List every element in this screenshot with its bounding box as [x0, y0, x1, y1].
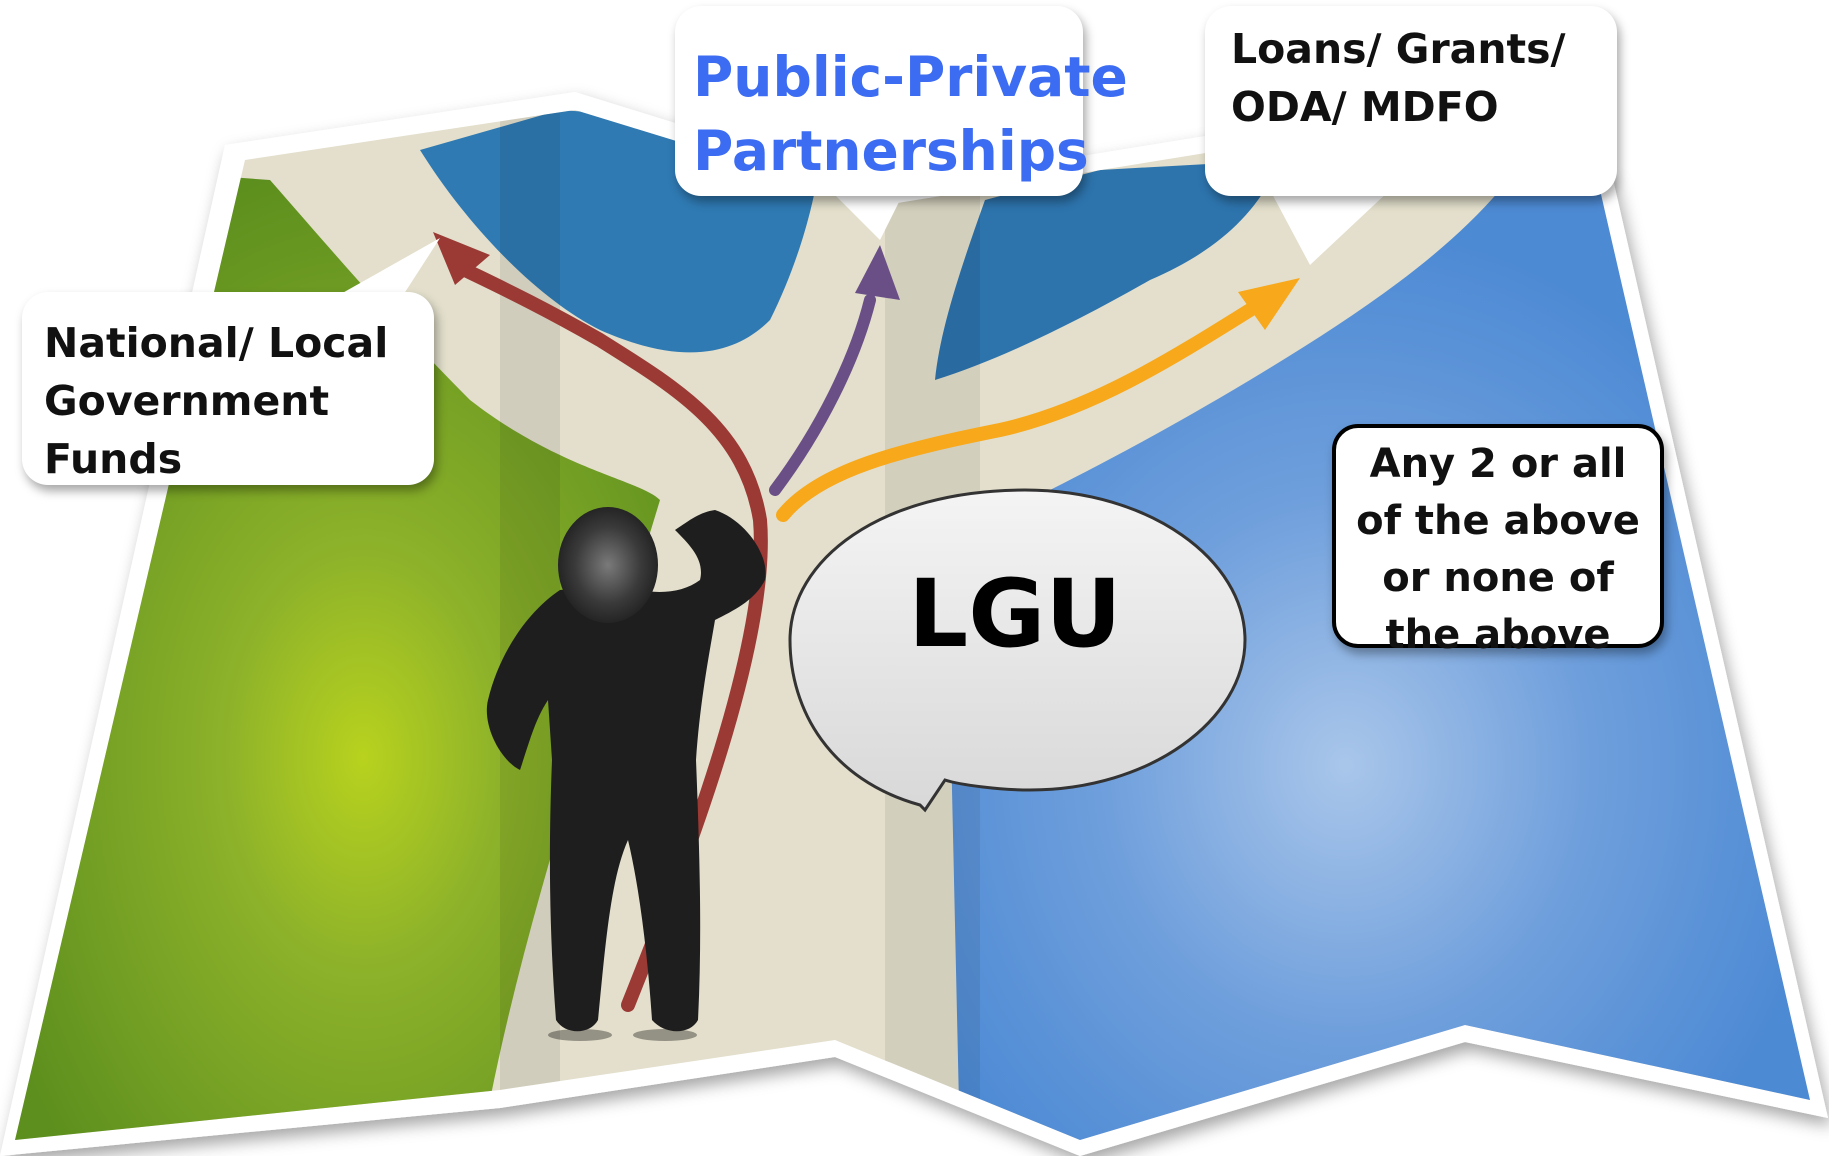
water-region-right [935, 160, 1280, 380]
map-fold-shadow [500, 110, 560, 1140]
arrow-national-path [448, 258, 768, 1012]
speech-bubble-label: LGU [908, 560, 1122, 669]
person-thinking-icon [486, 507, 766, 1041]
callout-line: National/ Local [44, 319, 389, 367]
arrow-loans-head [1238, 278, 1300, 330]
callout-line: Funds [44, 435, 183, 483]
speech-bubble [788, 488, 1247, 813]
callout-line: Loans/ Grants/ [1231, 25, 1566, 73]
callout-line: the above [1385, 612, 1611, 658]
arrow-loans-path [776, 303, 1257, 522]
callout-national-local-funds: National/ Local Government Funds [22, 292, 434, 485]
callout-any-or-none: Any 2 or all of the above or none of the… [1332, 424, 1664, 658]
callout-loans-grants: Loans/ Grants/ ODA/ MDFO [1205, 6, 1617, 196]
callout-line: Public-Private [693, 45, 1128, 109]
callout-line: ODA/ MDFO [1231, 83, 1499, 131]
callout-tail-ppp [830, 190, 905, 240]
callout-line: Government [44, 377, 330, 425]
callout-tail-national [330, 238, 440, 300]
callout-line: or none of [1382, 555, 1614, 601]
callout-public-private-partnerships: Public-Private Partnerships [675, 6, 1128, 196]
callout-line: of the above [1356, 498, 1640, 544]
arrow-ppp-path [769, 294, 876, 496]
arrow-ppp-head [855, 245, 900, 300]
callout-tail-loans [1270, 190, 1390, 265]
callout-line: Partnerships [693, 119, 1089, 183]
arrow-national-head [433, 232, 490, 285]
callout-line: Any 2 or all [1369, 441, 1627, 487]
